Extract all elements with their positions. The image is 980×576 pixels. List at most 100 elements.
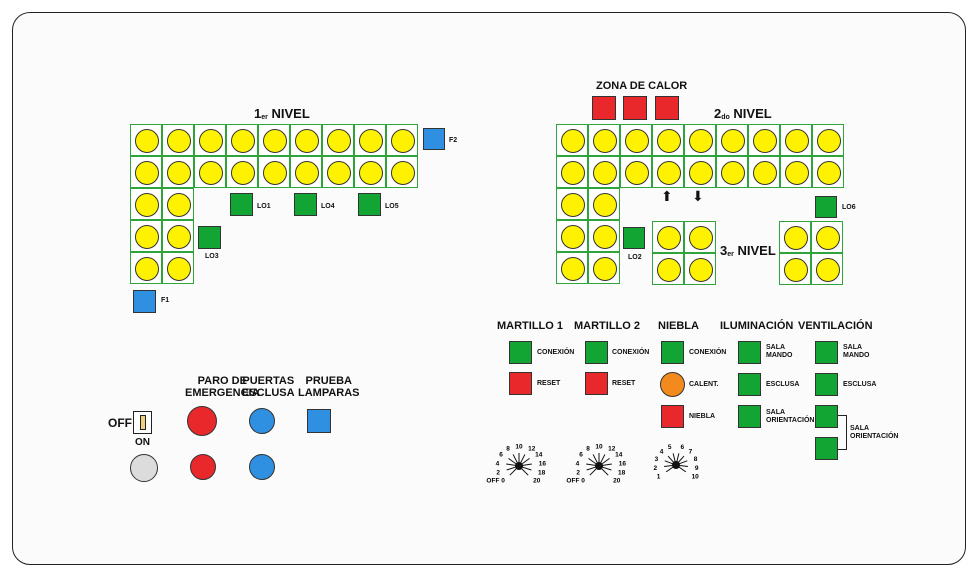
lamp-icon [295,161,319,185]
control-panel [12,12,966,565]
lamp-icon [561,129,585,153]
lamp-icon [391,129,415,153]
lamp-icon [263,161,287,185]
niebla-dial-tick-label: 4 [660,448,664,455]
martillo1-dial-tick-label: 14 [535,452,543,459]
lamp-icon [785,129,809,153]
lamp-icon [263,129,287,153]
lamp-icon [625,161,649,185]
level2-lamp-cell [556,188,588,220]
level1-title: 1er NIVEL [254,106,310,121]
lo6-indicator[interactable] [815,196,837,218]
martillo1-dial-tick [520,467,529,476]
lamp-icon [359,129,383,153]
key-slot-icon [140,415,146,430]
lamp-icon [167,257,191,281]
niebla-conexion-button[interactable] [661,341,684,364]
lamp-icon [784,226,808,250]
level1-lamp-cell [194,124,226,156]
level3-lamp-cell [779,253,811,285]
martillo1-dial-tick [521,457,530,465]
lamp-icon [657,226,681,250]
lo4-indicator[interactable] [294,193,317,216]
martillo1-dial-tick-label: 12 [528,446,536,453]
lamp-icon [561,257,585,281]
airlock-doors-light [249,454,275,480]
level2-lamp-cell [716,156,748,188]
lamp-icon [135,161,159,185]
martillo2-conexion-label: CONEXIÓN [612,349,650,356]
martillo2-dial-tick [586,466,597,471]
level2-lamp-cell [780,124,812,156]
lamp-icon [391,161,415,185]
lo5-indicator[interactable] [358,193,381,216]
level2-lamp-cell [812,124,844,156]
lamp-icon [816,226,840,250]
lo3-indicator[interactable] [198,226,221,249]
level2-lamp-cell [780,156,812,188]
key-switch[interactable] [133,411,152,434]
martillo2-dial-tick-label: 18 [618,470,626,477]
ventilacion-sala-orientacion-button-1[interactable] [815,405,838,428]
level2-lamp-cell [588,220,620,252]
airlock-doors-button[interactable] [249,408,275,434]
level2-lamp-cell [588,124,620,156]
martillo1-conexion-button[interactable] [509,341,532,364]
lamp-icon [785,161,809,185]
lamp-icon [167,225,191,249]
iluminacion-esclusa-label: ESCLUSA [766,381,800,388]
lamp-icon [327,129,351,153]
heat-zone-indicator-1[interactable] [592,96,616,120]
martillo2-reset-button[interactable] [585,372,608,395]
martillo1-dial-tick-label: 2 [496,470,500,477]
level1-lamp-cell [386,156,418,188]
f2-label: F2 [449,137,458,144]
lamp-test-button[interactable] [307,409,331,433]
martillo2-dial-tick-label: 16 [619,460,627,467]
ventilacion-sala-mando-button[interactable] [815,341,838,364]
ventilacion-esclusa-button[interactable] [815,373,838,396]
level1-lamp-cell [258,124,290,156]
martillo2-conexion-button[interactable] [585,341,608,364]
level1-lamp-cell [130,124,162,156]
heat-zone-indicator-3[interactable] [655,96,679,120]
martillo2-dial-tick [589,467,598,476]
lamp-icon [816,258,840,282]
emergency-stop-button[interactable] [187,406,217,436]
lamp-icon [689,258,713,282]
martillo1-dial-tick [512,454,519,464]
level1-lamp-cell [226,156,258,188]
level2-lamp-cell [652,156,684,188]
martillo2-dial-tick [586,463,597,467]
niebla-dial-tick-label: 2 [654,465,658,472]
martillo1-dial-tick [508,457,517,465]
level1-lamp-cell [162,252,194,284]
martillo1-dial-tick-label: 6 [499,452,503,459]
lo2-indicator[interactable] [623,227,645,249]
ventilacion-sala-orientacion-button-2[interactable] [815,437,838,460]
level2-lamp-cell [812,156,844,188]
on-label: ON [135,437,150,448]
lo1-indicator[interactable] [230,193,253,216]
iluminacion-sala-mando-button[interactable] [738,341,761,364]
lamp-icon [721,161,745,185]
level1-lamp-cell [354,124,386,156]
on-pilot-light[interactable] [130,454,158,482]
level3-title: 3er NIVEL [720,243,776,258]
heat-zone-indicator-2[interactable] [623,96,647,120]
f1-indicator[interactable] [133,290,156,313]
iluminacion-esclusa-button[interactable] [738,373,761,396]
off-label: OFF [108,416,132,430]
iluminacion-sala-orientacion-button[interactable] [738,405,761,428]
f2-indicator[interactable] [423,128,445,150]
niebla-niebla-button[interactable] [661,405,684,428]
martillo1-reset-button[interactable] [509,372,532,395]
level2-lamp-cell [620,156,652,188]
level1-lamp-cell [258,156,290,188]
lamp-icon [295,129,319,153]
martillo2-reset-label: RESET [612,380,636,387]
lamp-icon [817,129,841,153]
